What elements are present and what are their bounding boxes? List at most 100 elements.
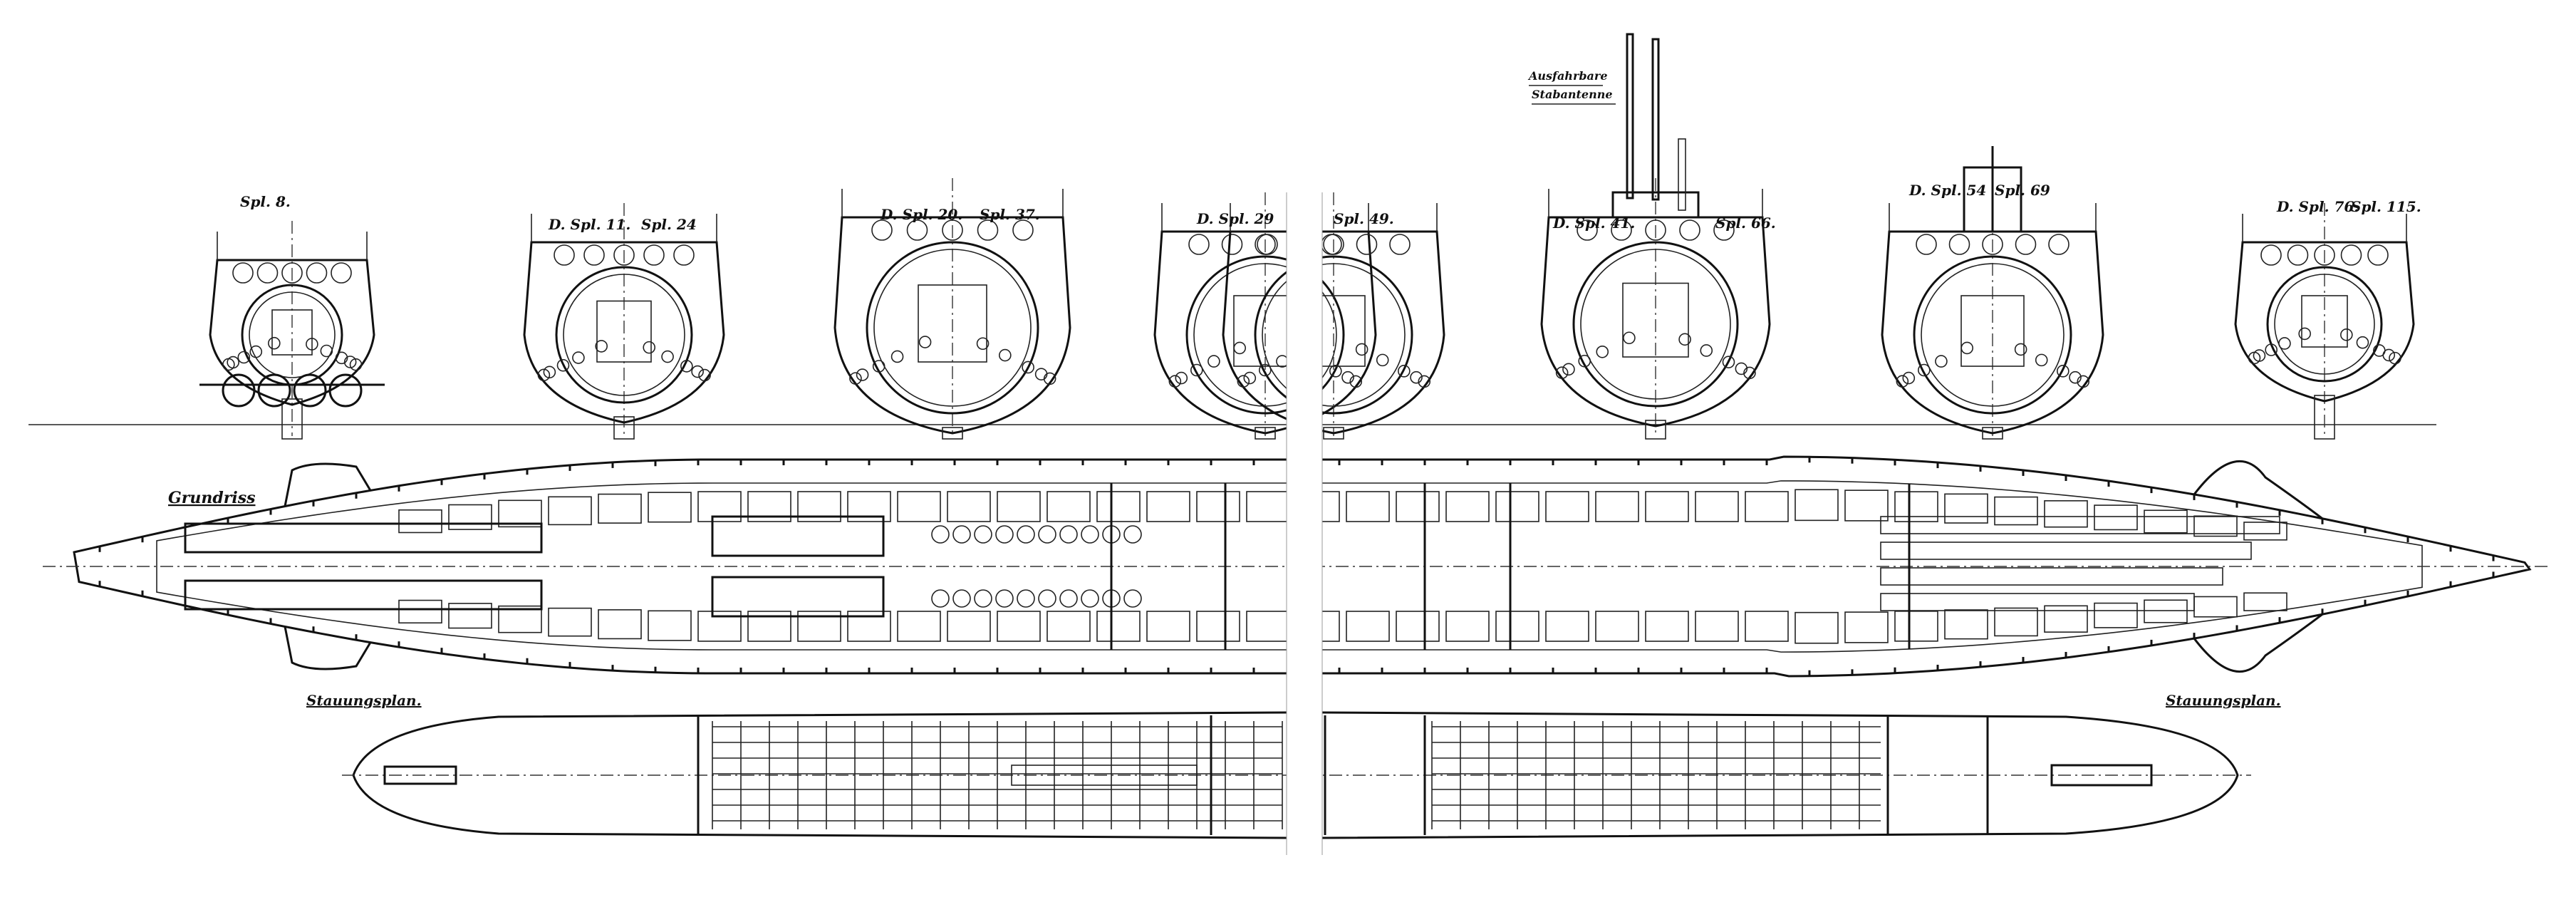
compartment — [1745, 491, 1789, 522]
pressure-hull — [1572, 241, 1739, 408]
periscope — [1651, 38, 1660, 201]
compartment — [697, 491, 742, 522]
outer-casing — [833, 216, 1071, 435]
lightening-hole — [2278, 337, 2291, 350]
compartment — [1396, 491, 1440, 522]
tank-opening — [1948, 234, 1970, 255]
plan-view — [43, 455, 2550, 678]
compartment — [1894, 491, 1938, 522]
cross-section — [2234, 203, 2415, 440]
lightening-hole — [1258, 363, 1272, 377]
lightening-hole — [2340, 328, 2353, 341]
compartment — [598, 493, 642, 524]
tank-opening — [613, 244, 635, 266]
diesel-engine — [711, 515, 885, 557]
pressure-hull — [555, 266, 693, 404]
lightening-hole — [1578, 354, 1591, 368]
tank-opening — [1982, 234, 2003, 255]
compartment — [1695, 611, 1739, 642]
cylinder — [1081, 589, 1099, 608]
compartment — [648, 492, 692, 523]
compartment — [398, 599, 442, 624]
tank-opening — [1221, 234, 1243, 255]
compartment — [2243, 522, 2287, 541]
cylinder — [1081, 525, 1099, 544]
torpedo-tube — [1880, 542, 2252, 560]
pressure-hull-outline — [156, 480, 2423, 653]
tank-opening — [1321, 234, 1342, 255]
lightening-hole — [595, 340, 608, 353]
cross-section — [1153, 192, 1377, 440]
tank-opening — [232, 262, 254, 284]
propeller-shaft — [184, 522, 543, 554]
lightening-hole — [572, 351, 585, 364]
outer-casing — [1881, 230, 2104, 435]
internal-equipment — [918, 284, 987, 363]
compartment — [1944, 493, 1988, 524]
compartment — [897, 611, 941, 642]
pressure-hull-inner — [1262, 263, 1406, 407]
internal-equipment — [271, 309, 313, 356]
lightening-hole — [2035, 353, 2048, 367]
tank-opening — [1356, 234, 1378, 255]
torpedo-tube — [1880, 593, 2195, 611]
lightening-hole — [1896, 375, 1909, 388]
compartment — [2094, 504, 2138, 531]
propeller-shaft — [184, 579, 543, 611]
lightening-hole — [1376, 353, 1389, 367]
compartment — [398, 509, 442, 534]
compartment — [548, 607, 592, 637]
lightening-hole — [2057, 365, 2069, 378]
compartment — [897, 491, 941, 522]
lightening-hole — [918, 336, 932, 348]
compartment — [1595, 611, 1639, 642]
compartment — [648, 610, 692, 641]
lightening-hole — [1917, 363, 1931, 377]
tank-opening — [1257, 234, 1278, 255]
compartment — [2044, 605, 2088, 633]
compartment — [1745, 611, 1789, 642]
lightening-hole — [2382, 348, 2396, 362]
outer-casing — [1222, 230, 1445, 435]
keel — [1255, 427, 1276, 440]
compartment — [847, 491, 891, 522]
lightening-hole — [1233, 341, 1247, 355]
compartment — [1545, 611, 1589, 642]
tank-opening — [1012, 219, 1034, 241]
compartment — [1396, 611, 1440, 642]
lightening-hole — [691, 365, 704, 378]
lightening-hole — [543, 366, 556, 379]
lightening-hole — [2265, 343, 2278, 356]
compartment — [498, 605, 542, 633]
keel — [2314, 395, 2335, 440]
tank-opening — [306, 262, 328, 284]
section-label: Spl. 69 — [1995, 182, 2050, 199]
lightening-hole — [1960, 341, 1974, 355]
torpedo-tube — [1880, 516, 2280, 534]
lightening-hole — [1555, 366, 1569, 379]
cylinder — [1017, 589, 1035, 608]
compartment — [1046, 491, 1091, 522]
tank-opening — [643, 244, 665, 266]
internal-equipment — [1622, 282, 1689, 358]
stowage-plan — [342, 711, 2251, 839]
stowage-hull-fwd — [1321, 711, 2239, 839]
compartment — [747, 611, 791, 642]
tank-opening — [673, 244, 695, 266]
tank-opening — [554, 244, 575, 266]
compartment — [797, 491, 841, 522]
cylinder — [1059, 589, 1078, 608]
compartment — [1096, 611, 1141, 642]
compartment — [1196, 491, 1240, 522]
compartment — [997, 491, 1041, 522]
lightening-hole — [1902, 371, 1916, 385]
compartment — [847, 611, 891, 642]
pressure-hull-inner — [873, 249, 1032, 407]
compartment — [1595, 491, 1639, 522]
compartment — [1246, 611, 1290, 642]
pressure-hull-inner — [249, 291, 336, 378]
cylinder — [974, 589, 992, 608]
lightening-hole — [1190, 363, 1203, 377]
cylinder — [952, 525, 971, 544]
